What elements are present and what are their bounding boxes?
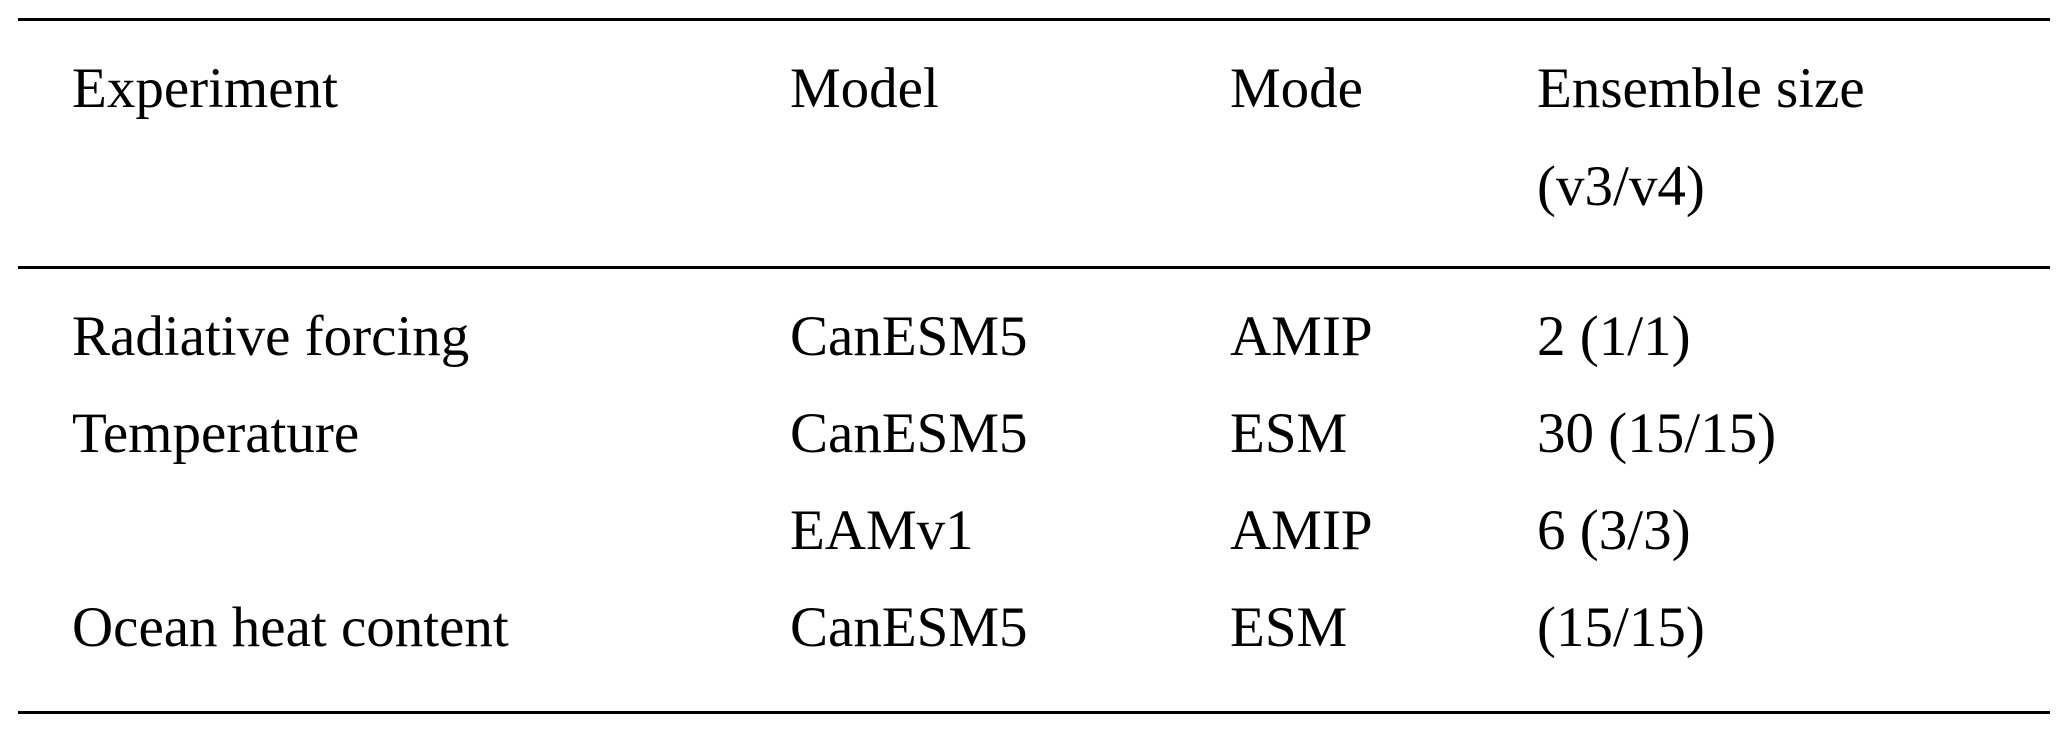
- cell-ensemble: (15/15): [1537, 596, 1705, 659]
- cell-mode: AMIP: [1230, 499, 1373, 562]
- cell-mode: AMIP: [1230, 305, 1373, 368]
- header-mode: Mode: [1230, 57, 1363, 120]
- header-ensemble-size: Ensemble size: [1537, 57, 1865, 120]
- cell-experiment: Temperature: [72, 402, 360, 465]
- cell-mode: ESM: [1230, 402, 1348, 465]
- cell-mode: ESM: [1230, 596, 1348, 659]
- cell-model: CanESM5: [790, 402, 1028, 465]
- cell-model: EAMv1: [790, 499, 974, 562]
- header-ensemble-size-sub: (v3/v4): [1537, 155, 1705, 218]
- cell-ensemble: 2 (1/1): [1537, 305, 1691, 368]
- cell-ensemble: 6 (3/3): [1537, 499, 1691, 562]
- header-rule: [18, 266, 2050, 269]
- top-rule: [18, 18, 2050, 21]
- header-experiment: Experiment: [72, 57, 338, 120]
- cell-experiment: Ocean heat content: [72, 596, 509, 659]
- cell-ensemble: 30 (15/15): [1537, 402, 1777, 465]
- cell-model: CanESM5: [790, 305, 1028, 368]
- cell-experiment: Radiative forcing: [72, 305, 470, 368]
- cell-model: CanESM5: [790, 596, 1028, 659]
- header-model: Model: [790, 57, 939, 120]
- bottom-rule: [18, 711, 2050, 714]
